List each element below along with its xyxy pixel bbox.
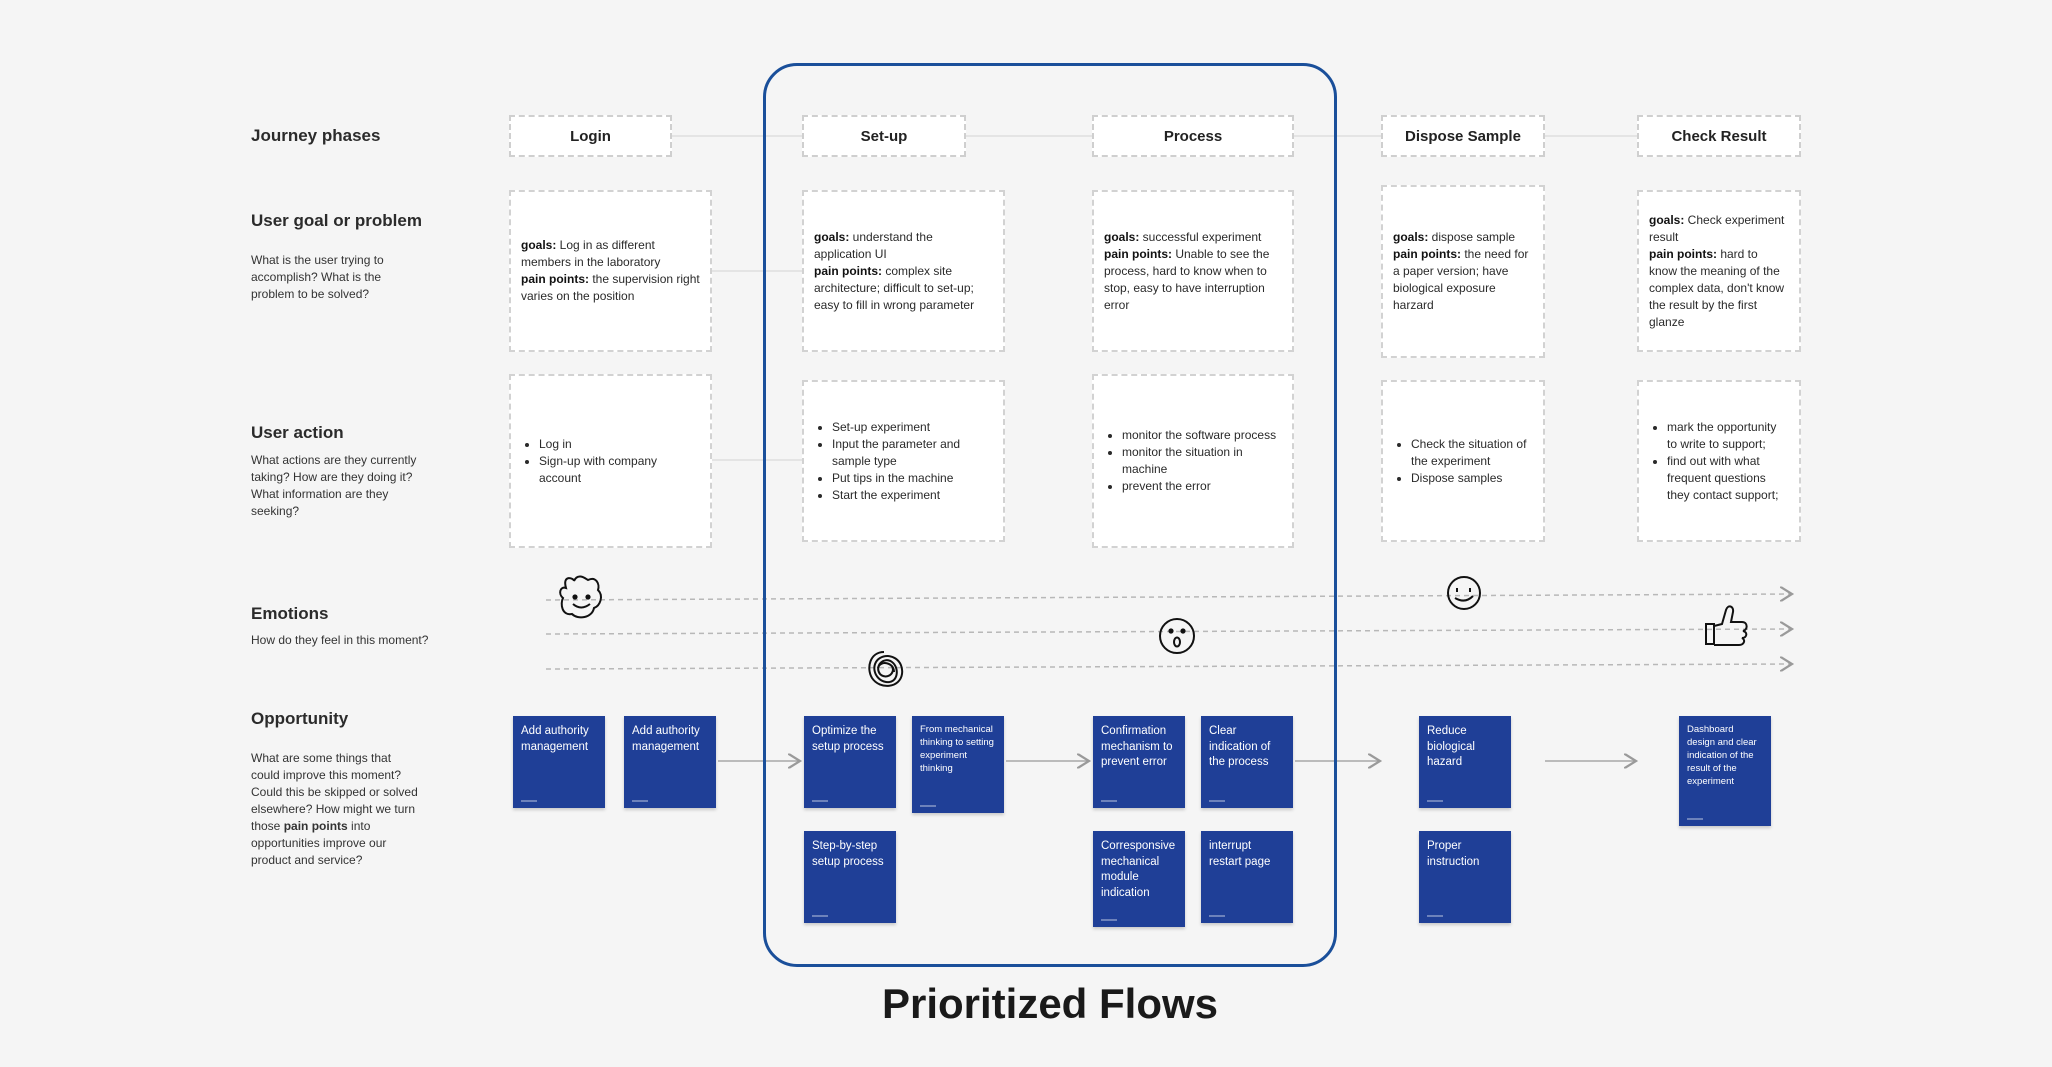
sticky-note: Corresponsive mechanical module indicati… — [1093, 831, 1185, 927]
sticky-note: Reduce biological hazard — [1419, 716, 1511, 808]
action-card-process: monitor the software process monitor the… — [1092, 374, 1294, 548]
action-item: Input the parameter and sample type — [832, 436, 993, 470]
goal-card-check-result: goals: Check experiment result pain poin… — [1637, 190, 1801, 352]
sticky-note: Step-by-step setup process — [804, 831, 896, 923]
action-item: Check the situation of the experiment — [1411, 436, 1533, 470]
sticky-note: Clear indication of the process — [1201, 716, 1293, 808]
action-item: Set-up experiment — [832, 419, 993, 436]
thumbs-up-icon — [1705, 605, 1748, 646]
action-item: monitor the situation in machine — [1122, 444, 1282, 478]
row-title-journey-phases: Journey phases — [251, 126, 381, 145]
action-item: Dispose samples — [1411, 470, 1533, 487]
action-card-login: Log in Sign-up with company account — [509, 374, 712, 548]
row-desc-user-goal: What is the user trying to accomplish? W… — [251, 253, 384, 301]
action-item: prevent the error — [1122, 478, 1282, 495]
action-item: Log in — [539, 436, 700, 453]
action-item: mark the opportunity to write to support… — [1667, 419, 1789, 453]
sticky-note: Proper instruction — [1419, 831, 1511, 923]
row-title-user-goal: User goal or problem — [251, 211, 422, 230]
surprised-icon — [1159, 618, 1195, 654]
smile-icon — [559, 575, 602, 619]
row-title-user-action: User action — [251, 423, 344, 442]
goal-card-login: goals: Log in as different members in th… — [509, 190, 712, 352]
sticky-note: Add authority management — [513, 716, 605, 808]
prioritized-flows-frame — [763, 63, 1337, 967]
action-item: Put tips in the machine — [832, 470, 993, 487]
content-smile-icon — [1447, 576, 1481, 610]
sticky-note: Dashboard design and clear indication of… — [1679, 716, 1771, 826]
goal-card-dispose-sample: goals: dispose sample pain points: the n… — [1381, 185, 1545, 358]
row-desc-opportunity: What are some things that could improve … — [251, 751, 418, 867]
row-desc-emotions: How do they feel in this moment? — [251, 633, 429, 647]
sticky-note: interrupt restart page — [1201, 831, 1293, 923]
action-item: find out with what frequent questions th… — [1667, 453, 1789, 504]
goal-card-setup: goals: understand the application UI pai… — [802, 190, 1005, 352]
phase-check-result: Check Result — [1637, 115, 1801, 157]
row-title-emotions: Emotions — [251, 604, 329, 623]
action-item: monitor the software process — [1122, 427, 1282, 444]
sticky-note: Add authority management — [624, 716, 716, 808]
action-card-check-result: mark the opportunity to write to support… — [1637, 380, 1801, 542]
phase-login: Login — [509, 115, 672, 157]
action-card-setup: Set-up experiment Input the parameter an… — [802, 380, 1005, 542]
sticky-note: Confirmation mechanism to prevent error — [1093, 716, 1185, 808]
phase-dispose-sample: Dispose Sample — [1381, 115, 1545, 157]
sticky-note: From mechanical thinking to setting expe… — [912, 716, 1004, 813]
action-item: Sign-up with company account — [539, 453, 700, 487]
row-title-opportunity: Opportunity — [251, 709, 349, 728]
scribble-angry-icon — [868, 651, 904, 687]
row-connectors — [672, 135, 1637, 461]
prioritized-flows-label: Prioritized Flows — [881, 980, 1219, 1027]
action-card-dispose-sample: Check the situation of the experiment Di… — [1381, 380, 1545, 542]
goal-card-process: goals: successful experiment pain points… — [1092, 190, 1294, 352]
phase-process: Process — [1092, 115, 1294, 157]
row-desc-user-action: What actions are they currently taking? … — [251, 453, 417, 518]
action-item: Start the experiment — [832, 487, 993, 504]
phase-setup: Set-up — [802, 115, 966, 157]
sticky-note: Optimize the setup process — [804, 716, 896, 808]
